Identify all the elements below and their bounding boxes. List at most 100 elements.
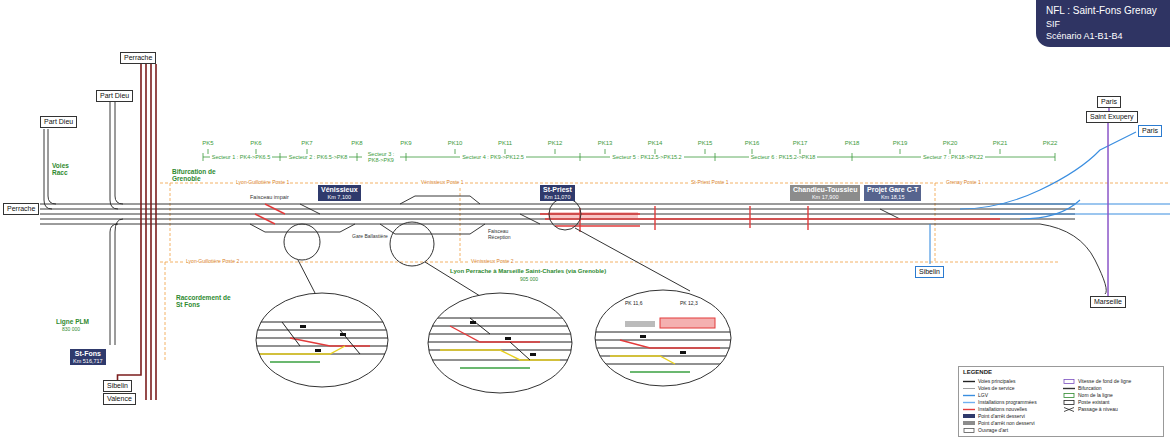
track-drawing xyxy=(40,214,1075,215)
track-drawing xyxy=(250,224,355,232)
legend-text: Point d'arrêt non desservi xyxy=(978,421,1035,427)
pk-marker: PK 11,6 xyxy=(625,301,642,307)
track-drawing xyxy=(160,183,1170,184)
track-drawing xyxy=(705,149,706,154)
junction-name: Raccordement de St Fons xyxy=(176,294,236,309)
legend-sample xyxy=(1063,400,1075,405)
legend-item: Poste existant xyxy=(1063,399,1159,406)
poste-label: Grenay Poste 1 xyxy=(945,180,982,186)
node-text: SIF xyxy=(1046,19,1164,29)
legend-swatch xyxy=(963,414,975,418)
pk-marker: PK21 xyxy=(993,140,1008,147)
track-drawing xyxy=(265,204,285,214)
legend-text: Passage à niveau xyxy=(1078,407,1118,413)
node-text: Vénissieux xyxy=(321,186,358,194)
legend-sample-line xyxy=(963,402,975,403)
pk-marker: PK12 xyxy=(548,140,563,147)
track-drawing xyxy=(250,322,395,354)
track-drawing xyxy=(290,338,370,346)
track-drawing xyxy=(44,129,52,209)
legend-item: Point d'arrêt desservi xyxy=(963,413,1059,420)
track-drawing xyxy=(640,335,646,338)
legend-text: Voies principales xyxy=(978,379,1016,385)
track-drawing xyxy=(620,340,720,348)
track-drawing xyxy=(170,183,171,262)
pk-marker: PK18 xyxy=(845,140,860,147)
track-drawing xyxy=(110,232,111,345)
track-drawing xyxy=(300,204,320,214)
node-text: Sibelin xyxy=(919,268,940,276)
legend-text: Installations programmées xyxy=(978,400,1037,406)
track-drawing xyxy=(110,224,118,232)
station-box: Projet Gare C-TKm 18,15 xyxy=(864,185,921,201)
pk-marker: PK6 xyxy=(250,140,261,147)
legend-item: Passage à niveau xyxy=(1063,406,1159,413)
node-text: Chandieu-Toussieu xyxy=(793,186,857,194)
legend-text: Voies de service xyxy=(978,386,1014,392)
node-text: Projet Gare C-T xyxy=(867,186,918,194)
track-drawing xyxy=(40,219,1075,220)
legend-sample-line xyxy=(963,381,975,382)
node-text: Km 17,900 xyxy=(793,194,857,200)
legend-item: Voies principales xyxy=(963,378,1059,385)
track-drawing xyxy=(900,149,901,154)
legend-grid: Voies principalesVoies de serviceLGVInst… xyxy=(963,378,1159,434)
sector-label: Secteur 5 : PK12.5->PK15.2 xyxy=(610,154,683,160)
track-drawing xyxy=(250,322,395,362)
legend-text: Ouvrage d'art xyxy=(978,428,1008,434)
line-number: 830 000 xyxy=(62,327,80,333)
track-drawing xyxy=(935,183,936,262)
junction-name: Bifurcation de Grenoble xyxy=(172,168,218,183)
track-drawing xyxy=(440,350,560,360)
line-note: Voies Racc xyxy=(52,162,78,177)
yard-name: Gare Ballastière xyxy=(352,234,388,240)
track-drawing xyxy=(625,321,655,327)
node-text: NFL : Saint-Fons Grenay xyxy=(1046,5,1164,17)
node-text: Part Dieu xyxy=(44,118,73,126)
legend-sample xyxy=(963,407,975,412)
track-drawing xyxy=(460,367,530,368)
sector-label: Secteur 7 : PK18->PK22 xyxy=(921,154,985,160)
poste-label: Lyon-Guillotière Poste 2 xyxy=(185,259,240,265)
track-drawing xyxy=(680,351,686,354)
track-drawing xyxy=(549,198,581,230)
legend-item: Nom de la ligne xyxy=(1063,392,1159,399)
legend-item: Installations nouvelles xyxy=(963,406,1059,413)
track-drawing xyxy=(357,153,358,161)
track-drawing xyxy=(406,153,407,161)
zoom-marker xyxy=(284,198,690,296)
track-drawing xyxy=(455,149,456,154)
track-drawing xyxy=(255,214,275,224)
sector-label: Secteur 4 : PK9->PK12.5 xyxy=(460,154,526,160)
pk-marker: PK7 xyxy=(301,140,312,147)
legend-sample-shape xyxy=(1064,393,1074,397)
legend-sample-line xyxy=(1063,388,1075,389)
legend-text: Bifurcation xyxy=(1078,386,1102,392)
destination-box: Saint Exupery xyxy=(1086,111,1138,123)
track-drawing xyxy=(530,353,536,356)
legend-swatch xyxy=(963,421,975,425)
track-drawing xyxy=(580,153,581,161)
track-drawing xyxy=(40,204,1075,205)
node-text: Part Dieu xyxy=(100,92,129,100)
legend-sample-shape xyxy=(1064,379,1074,383)
terminus-box: Part Dieu xyxy=(40,116,77,128)
legend-item: Vitesse de fond de ligne xyxy=(1063,378,1159,385)
pk-marker: PK22 xyxy=(1043,140,1058,147)
node-text: Paris xyxy=(1142,127,1158,135)
pk-marker: PK20 xyxy=(943,140,958,147)
poste-label: St-Priest Poste 1 xyxy=(690,180,730,186)
track-drawing xyxy=(505,337,511,340)
legend-sample-line xyxy=(963,395,975,396)
track-drawing xyxy=(425,262,480,296)
track-drawing xyxy=(880,209,900,219)
node-text: Scénario A1-B1-B4 xyxy=(1046,31,1164,41)
node-text: Km 7,100 xyxy=(321,194,358,200)
pk-marker: PK19 xyxy=(893,140,908,147)
track-drawing xyxy=(425,318,575,368)
legend-sample-line xyxy=(963,409,975,410)
node-text: St-Priest xyxy=(543,186,572,194)
track-drawing xyxy=(450,326,540,342)
legend-text: Point d'arrêt desservi xyxy=(978,414,1025,420)
pk-marker: PK14 xyxy=(648,140,663,147)
